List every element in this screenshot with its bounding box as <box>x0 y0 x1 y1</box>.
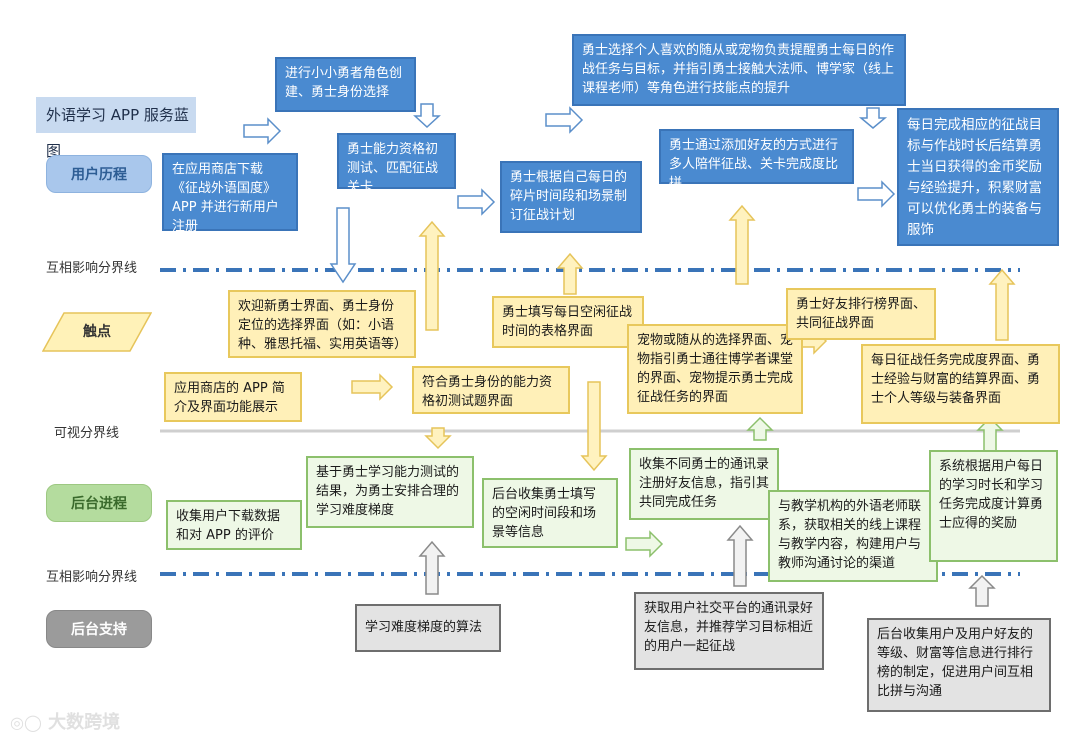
arrow-right-4 <box>857 180 896 208</box>
journey-step-1: 在应用商店下载《征战外语国度》APP 并进行新用户注册 <box>162 153 298 234</box>
watermark: ◎◯ 大数跨境 <box>10 708 120 734</box>
support-up-1 <box>418 540 446 595</box>
support-up-2 <box>726 524 754 587</box>
lane-touchpoint-label: 触点 <box>83 324 111 340</box>
touchpoint-5: 宠物或随从的选择界面、宠物指引勇士通往博学者课堂的界面、宠物提示勇士完成征战任务… <box>627 324 803 414</box>
journey-step-7: 每日完成相应的征战目标与作战时长后结算勇士当日获得的金币奖励与经验提升，积累财富… <box>897 108 1059 246</box>
arrow-right-2 <box>457 188 496 216</box>
lane-user-journey: 用户历程 <box>46 155 152 193</box>
support-3: 后台收集用户及用户好友的等级、财富等信息进行排行榜的制定，促进用户间互相比拼与沟… <box>867 618 1051 712</box>
touchpoint-arrows <box>351 204 1016 472</box>
touch-up-2 <box>556 252 584 295</box>
touchpoint-7: 每日征战任务完成度界面、勇士经验与财富的结算界面、勇士个人等级与装备界面 <box>861 344 1060 424</box>
user-flow-arrows <box>243 103 896 284</box>
back-up-1 <box>746 416 774 441</box>
arrow-down-1 <box>413 103 441 129</box>
watermark-text: 大数跨境 <box>48 712 121 733</box>
touchpoint-4: 勇士填写每日空闲征战时间的表格界面 <box>492 296 644 348</box>
touch-down-1 <box>580 381 608 472</box>
journey-step-3: 勇士能力资格初测试、匹配征战关卡 <box>337 133 456 195</box>
lane-touchpoint: 触点 <box>41 312 153 352</box>
touchpoint-1: 应用商店的 APP 简介及界面功能展示 <box>164 372 302 422</box>
back-right-1 <box>625 530 664 558</box>
touch-right-1 <box>351 373 394 401</box>
touchpoint-3: 符合勇士身份的能力资格初测试题界面 <box>412 366 570 414</box>
support-2: 获取用户社交平台的通讯录好友信息，并推荐学习目标相近的用户一起征战 <box>634 592 824 670</box>
diagram-title: 外语学习 APP 服务蓝图 <box>36 97 196 160</box>
backstage-5: 与教学机构的外语老师联系，获取相关的线上课程与教学内容，构建用户与教师沟通讨论的… <box>768 490 938 582</box>
touch-up-3 <box>728 204 756 285</box>
divider-label-visibility: 可视分界线 <box>54 426 120 441</box>
touchpoint-2: 欢迎新勇士界面、勇士身份定位的选择界面（如：小语种、雅思托福、实用英语等） <box>228 290 416 358</box>
arrow-right-1 <box>243 117 282 145</box>
watermark-logo-icon: ◎◯ <box>10 713 42 732</box>
support-up-3 <box>968 574 996 607</box>
touch-up-4 <box>988 268 1016 341</box>
journey-step-2: 进行小小勇者角色创建、勇士身份选择 <box>275 57 416 112</box>
support-arrows <box>418 524 996 607</box>
backstage-4: 收集不同勇士的通讯录注册好友信息，指引其共同完成任务 <box>629 448 779 520</box>
backstage-2: 基于勇士学习能力测试的结果，为勇士安排合理的学习难度梯度 <box>306 456 474 528</box>
divider-label-interaction-top: 互相影响分界线 <box>46 261 138 276</box>
lane-touchpoint-shape <box>41 312 153 352</box>
lane-support: 后台支持 <box>46 610 152 648</box>
back-up-2 <box>976 416 1004 453</box>
backstage-6: 系统根据用户每日的学习时长和学习任务完成度计算勇士应得的奖励 <box>929 450 1058 562</box>
arrow-down-3 <box>329 207 357 284</box>
touch-down-2 <box>424 427 452 450</box>
arrow-down-2 <box>858 107 888 129</box>
journey-step-6: 勇士通过添加好友的方式进行多人陪伴征战、关卡完成度比拼 <box>659 129 854 191</box>
arrow-right-3 <box>545 106 584 134</box>
lane-backstage: 后台进程 <box>46 484 152 522</box>
backstage-3: 后台收集勇士填写的空闲时间段和场景等信息 <box>482 478 618 548</box>
divider-label-interaction-bottom: 互相影响分界线 <box>46 570 138 585</box>
journey-step-4: 勇士根据自己每日的碎片时间段和场景制订征战计划 <box>500 161 642 233</box>
backstage-1: 收集用户下载数据和对 APP 的评价 <box>166 500 302 550</box>
touchpoint-6: 勇士好友排行榜界面、共同征战界面 <box>786 288 936 340</box>
touch-up-1 <box>418 220 446 331</box>
backstage-arrows <box>625 416 1004 558</box>
journey-step-5: 勇士选择个人喜欢的随从或宠物负责提醒勇士每日的作战任务与目标，并指引勇士接触大法… <box>572 34 906 106</box>
support-1: 学习难度梯度的算法 <box>355 604 501 652</box>
